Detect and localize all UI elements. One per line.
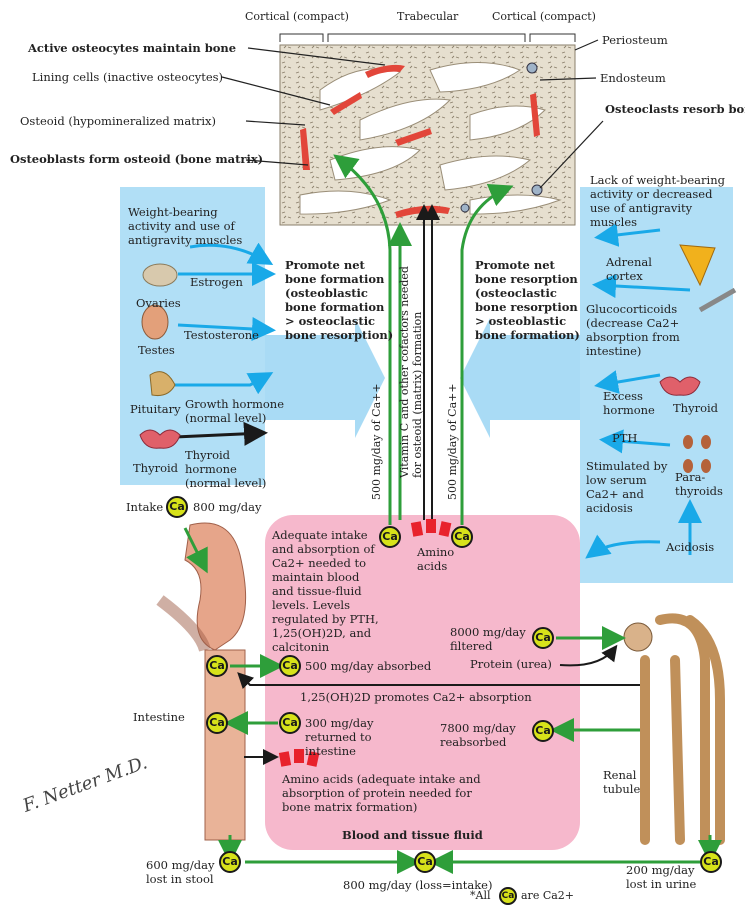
- ca-stool-icon: Ca: [219, 851, 241, 873]
- ca-absorbed-icon: Ca: [279, 655, 301, 677]
- label-osteoclasts: Osteoclasts resorb bone: [605, 102, 745, 116]
- promote-resorption: Promote net bone resorption (osteoclasti…: [475, 258, 585, 342]
- ca-right-up-icon: Ca: [451, 526, 473, 548]
- renal-tubule-drawing: [645, 618, 720, 840]
- intestine: [205, 650, 245, 840]
- intestine-label: Intestine: [133, 710, 185, 724]
- ca-left-up-icon: Ca: [379, 526, 401, 548]
- blood-protein: Protein (urea): [470, 657, 552, 671]
- vertical-vitamin-c: Vitamin C and other cofactors needed: [398, 266, 411, 478]
- header-cortical-left: Cortical (compact): [245, 10, 349, 24]
- left-pituitary: Pituitary: [130, 402, 181, 416]
- ovary-icon: [143, 264, 177, 286]
- vertical-left-ca: 500 mg/day of Ca++: [370, 383, 383, 500]
- left-thyroid: Thyroid: [133, 461, 178, 475]
- right-parathyroids: Para-thyroids: [675, 470, 730, 498]
- intake-amount: 800 mg/day: [193, 500, 261, 514]
- intake-label: Intake: [126, 500, 163, 514]
- footnote-prefix: *All: [470, 889, 490, 903]
- blood-amino-acids-bottom: Amino acids (adequate intake and absorpt…: [282, 772, 482, 814]
- left-estrogen: Estrogen: [190, 275, 243, 289]
- ca-urine-icon: Ca: [700, 851, 722, 873]
- label-periosteum: Periosteum: [602, 33, 668, 47]
- blood-reabsorbed: 7800 mg/day reabsorbed: [440, 721, 525, 749]
- right-acidosis: Acidosis: [666, 540, 714, 554]
- renal-tubule-label: Renal tubule: [603, 768, 653, 796]
- ca-intake-icon: Ca: [166, 496, 188, 518]
- blood-amino-acids-top: Amino acids: [417, 545, 457, 573]
- header-cortical-right: Cortical (compact): [492, 10, 596, 24]
- label-active-osteocytes: Active osteocytes maintain bone: [28, 41, 236, 55]
- left-testosterone: Testosterone: [184, 328, 259, 342]
- left-testes: Testes: [138, 343, 175, 357]
- footnote-suffix: are Ca2+: [521, 889, 574, 903]
- label-endosteum: Endosteum: [600, 71, 666, 85]
- right-glucocorticoids: Glucocorticoids (decrease Ca2+ absorptio…: [586, 302, 711, 358]
- promote-formation: Promote net bone formation (osteoblastic…: [285, 258, 395, 342]
- testis-icon: [142, 305, 168, 339]
- right-lack-weight-bearing: Lack of weight-bearing activity or decre…: [590, 173, 730, 229]
- blood-promotes: 1,25(OH)2D promotes Ca2+ absorption: [300, 690, 532, 704]
- ca-returned-icon: Ca: [279, 712, 301, 734]
- ca-reabsorbed-icon: Ca: [532, 720, 554, 742]
- vertical-osteoid-formation: for osteoid (matrix) formation: [411, 312, 424, 478]
- ca-balance-icon: Ca: [414, 851, 436, 873]
- left-thyroid-hormone: Thyroid hormone (normal level): [185, 448, 285, 490]
- left-growth-hormone: Growth hormone (normal level): [185, 397, 285, 425]
- ca-filtered-icon: Ca: [532, 627, 554, 649]
- right-stimulated: Stimulated by low serum Ca2+ and acidosi…: [586, 459, 676, 515]
- right-excess-hormone: Excess hormone: [603, 389, 673, 417]
- vertical-right-ca: 500 mg/day of Ca++: [446, 383, 459, 500]
- blood-absorbed: 500 mg/day absorbed: [305, 659, 431, 673]
- blood-title: Blood and tissue fluid: [342, 828, 483, 842]
- blood-returned: 300 mg/day returned to intestine: [305, 716, 400, 758]
- blood-filtered: 8000 mg/day filtered: [450, 625, 530, 653]
- label-lining-cells: Lining cells (inactive osteocytes): [32, 70, 223, 84]
- urine-label: 200 mg/day lost in urine: [626, 863, 706, 891]
- right-thyroid: Thyroid: [673, 401, 718, 415]
- right-adrenal-cortex: Adrenal cortex: [606, 255, 666, 283]
- blood-adequate: Adequate intake and absorption of Ca2+ n…: [272, 528, 384, 654]
- left-ovaries: Ovaries: [136, 296, 181, 310]
- label-osteoid: Osteoid (hypomineralized matrix): [20, 114, 216, 128]
- header-trabecular: Trabecular: [397, 10, 458, 24]
- left-weight-bearing: Weight-bearing activity and use of antig…: [128, 205, 263, 247]
- right-pth: PTH: [612, 431, 637, 445]
- label-osteoblasts: Osteoblasts form osteoid (bone matrix): [10, 152, 263, 166]
- ca-intestine-absorb-icon: Ca: [206, 655, 228, 677]
- ca-footnote-icon: Ca: [499, 887, 517, 905]
- ca-intestine-return-icon: Ca: [206, 712, 228, 734]
